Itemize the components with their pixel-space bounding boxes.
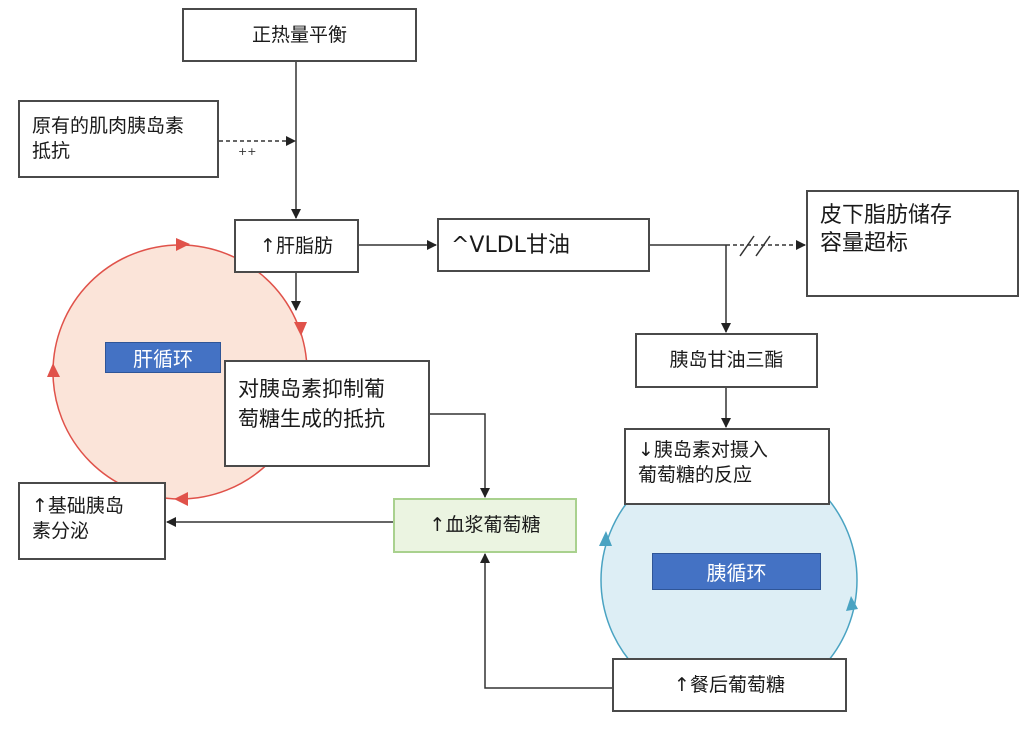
node-insulin-response-to-glucose: ↓胰岛素对摄入 葡萄糖的反应 — [624, 428, 830, 505]
node-text-line: ↑基础胰岛 — [32, 495, 124, 517]
node-postprandial-glucose: ↑餐后葡萄糖 — [612, 658, 847, 712]
edge-hepatic-ir-to-plasma-glucose — [430, 413, 490, 498]
node-text-line: 对胰岛素抑制葡 — [238, 377, 385, 401]
node-text-line: 原有的肌肉胰岛素 — [32, 115, 185, 137]
node-vldl-triglyceride: ^VLDL甘油 — [437, 218, 650, 272]
node-text: ↑血浆葡萄糖 — [429, 514, 541, 536]
liver-cycle-arrowhead — [176, 238, 190, 251]
node-text: ↑肝脂肪 — [260, 234, 333, 257]
node-text: ↑餐后葡萄糖 — [674, 673, 785, 696]
pancreas-cycle-arrowhead — [599, 531, 612, 546]
pancreas-cycle-label: 胰循环 — [652, 553, 821, 590]
node-text: 胰岛甘油三酯 — [669, 349, 784, 371]
liver-cycle-arrowhead — [47, 363, 60, 377]
liver-cycle-arrowhead — [174, 492, 188, 506]
edge-label-plus-plus: ++ — [238, 145, 257, 158]
overflow-break-mark — [755, 235, 771, 257]
node-text-line: 皮下脂肪储存 — [820, 203, 953, 228]
node-text-line: 素分泌 — [32, 520, 90, 542]
node-hepatic-insulin-resistance: 对胰岛素抑制葡 萄糖生成的抵抗 — [224, 360, 430, 467]
pancreas-cycle-arrowhead — [846, 596, 858, 611]
node-text: 正热量平衡 — [251, 23, 347, 46]
node-positive-energy-balance: 正热量平衡 — [182, 8, 417, 62]
node-pancreas-triglyceride: 胰岛甘油三酯 — [635, 333, 818, 388]
label-text: 胰循环 — [706, 561, 767, 585]
overflow-break-mark — [739, 235, 755, 257]
node-preexisting-muscle-insulin-resistance: 原有的肌肉胰岛素 抵抗 — [18, 100, 219, 178]
label-text: 肝循环 — [133, 347, 193, 371]
node-basal-insulin-secretion: ↑基础胰岛 素分泌 — [18, 482, 166, 560]
node-text-line: ↓胰岛素对摄入 — [638, 439, 768, 461]
node-plasma-glucose: ↑血浆葡萄糖 — [393, 498, 577, 553]
node-text: ^VLDL甘油 — [451, 232, 570, 258]
node-text-line: 萄糖生成的抵抗 — [238, 407, 385, 431]
liver-cycle-label: 肝循环 — [105, 342, 221, 373]
node-text-line: 葡萄糖的反应 — [638, 464, 753, 486]
node-text-line: 抵抗 — [32, 140, 71, 162]
node-text-line: 容量超标 — [820, 231, 909, 256]
node-liver-fat: ↑肝脂肪 — [234, 219, 359, 273]
edge-postprandial-to-plasma-glucose — [480, 553, 612, 689]
liver-cycle-arrowhead — [294, 322, 307, 336]
node-subcutaneous-fat-overflow: 皮下脂肪储存 容量超标 — [806, 190, 1019, 297]
